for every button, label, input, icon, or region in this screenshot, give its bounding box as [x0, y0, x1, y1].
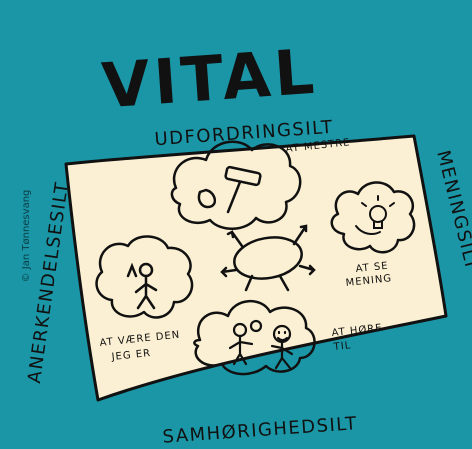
- cloud-label-belong-1: AT HØRE: [331, 322, 383, 339]
- side-label-right: MENINGSILT: [432, 148, 472, 273]
- cloud-label-meaning-2: MENING: [345, 273, 393, 289]
- lightbulb-icon: [355, 195, 395, 235]
- cloud-label-meaning-1: AT SE: [355, 261, 389, 275]
- paper-sheet: [64, 134, 448, 402]
- hammer-icon: [197, 165, 262, 214]
- cloud-meaning: AT SE MENING: [330, 181, 416, 289]
- stick-figure-icon: [126, 262, 158, 310]
- copyright-credit: © Jan Tønnesvang: [21, 190, 32, 283]
- cloud-belong: AT HØRE TIL: [193, 299, 383, 376]
- side-label-bottom: SAMHØRIGHEDSILT: [162, 413, 359, 448]
- title: VITAL: [100, 35, 321, 123]
- person-with-arrows-icon: [220, 224, 316, 292]
- cloud-label-self-2: JEG ER: [110, 348, 151, 363]
- two-people-icon: [228, 319, 294, 370]
- cloud-label-belong-2: TIL: [332, 340, 352, 353]
